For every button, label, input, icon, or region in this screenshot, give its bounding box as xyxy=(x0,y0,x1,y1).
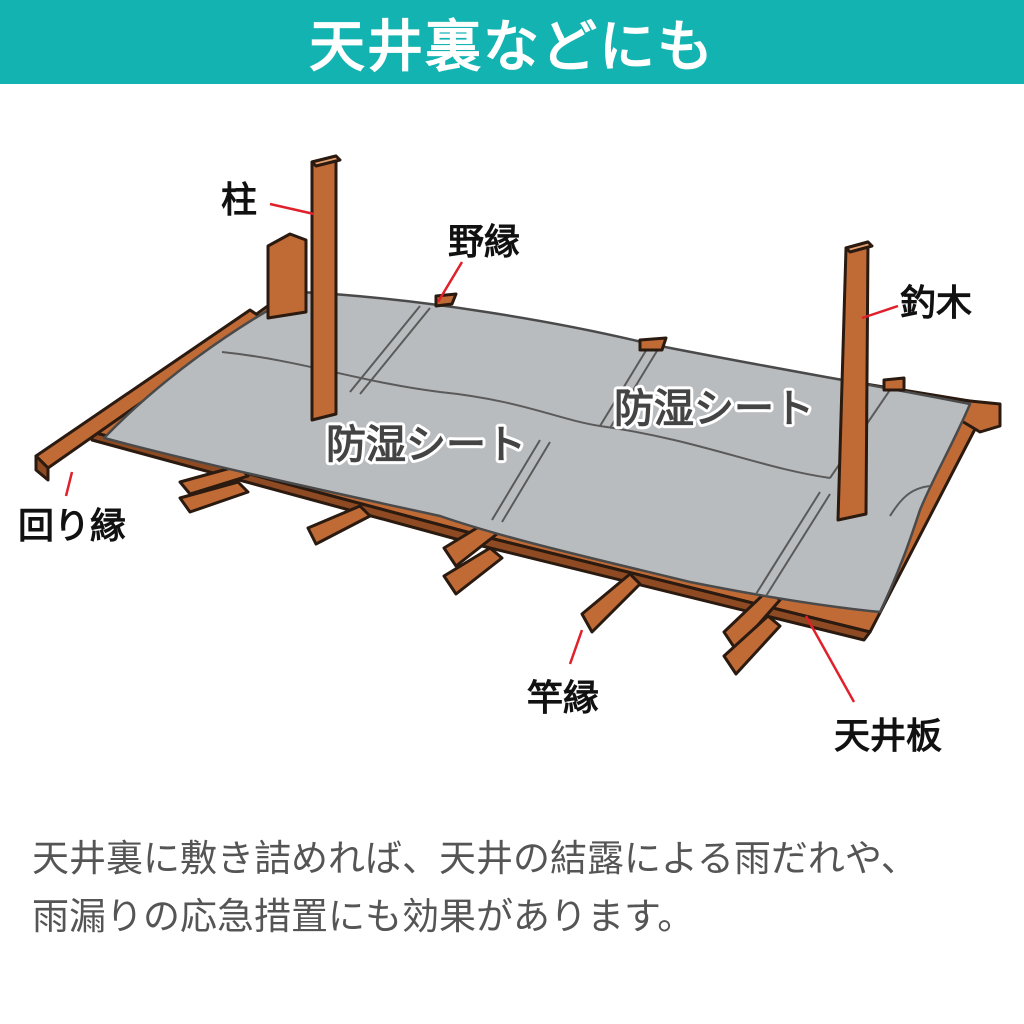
label-mawari-buchi: 回り縁 xyxy=(18,506,126,547)
caption-line-1: 天井裏に敷き詰めれば、天井の結露による雨だれや、 xyxy=(32,837,918,880)
ceiling-diagram: 柱 野縁 釣木 回り縁 竿縁 天井板 防湿シート 防湿シート xyxy=(18,154,1002,757)
label-saobuchi: 竿縁 xyxy=(527,678,599,719)
label-pillar: 柱 xyxy=(221,180,257,221)
caption-line-2: 雨漏りの応急措置にも効果があります。 xyxy=(32,895,695,938)
tsurigi xyxy=(836,240,870,522)
saobuchi-joists xyxy=(178,464,782,676)
label-sheet-right: 防湿シート xyxy=(614,386,814,432)
label-tenjoita: 天井板 xyxy=(834,716,942,757)
caption: 天井裏に敷き詰めれば、天井の結露による雨だれや、 雨漏りの応急措置にも効果があり… xyxy=(32,830,1002,946)
label-noen: 野縁 xyxy=(448,222,520,263)
header-banner: 天井裏などにも xyxy=(0,0,1024,84)
label-tsurigi: 釣木 xyxy=(900,283,972,324)
leader-lines xyxy=(64,202,899,703)
pillar xyxy=(310,154,338,422)
page-title: 天井裏などにも xyxy=(309,14,715,80)
wood-block xyxy=(266,232,308,320)
label-sheet-left: 防湿シート xyxy=(326,422,526,468)
